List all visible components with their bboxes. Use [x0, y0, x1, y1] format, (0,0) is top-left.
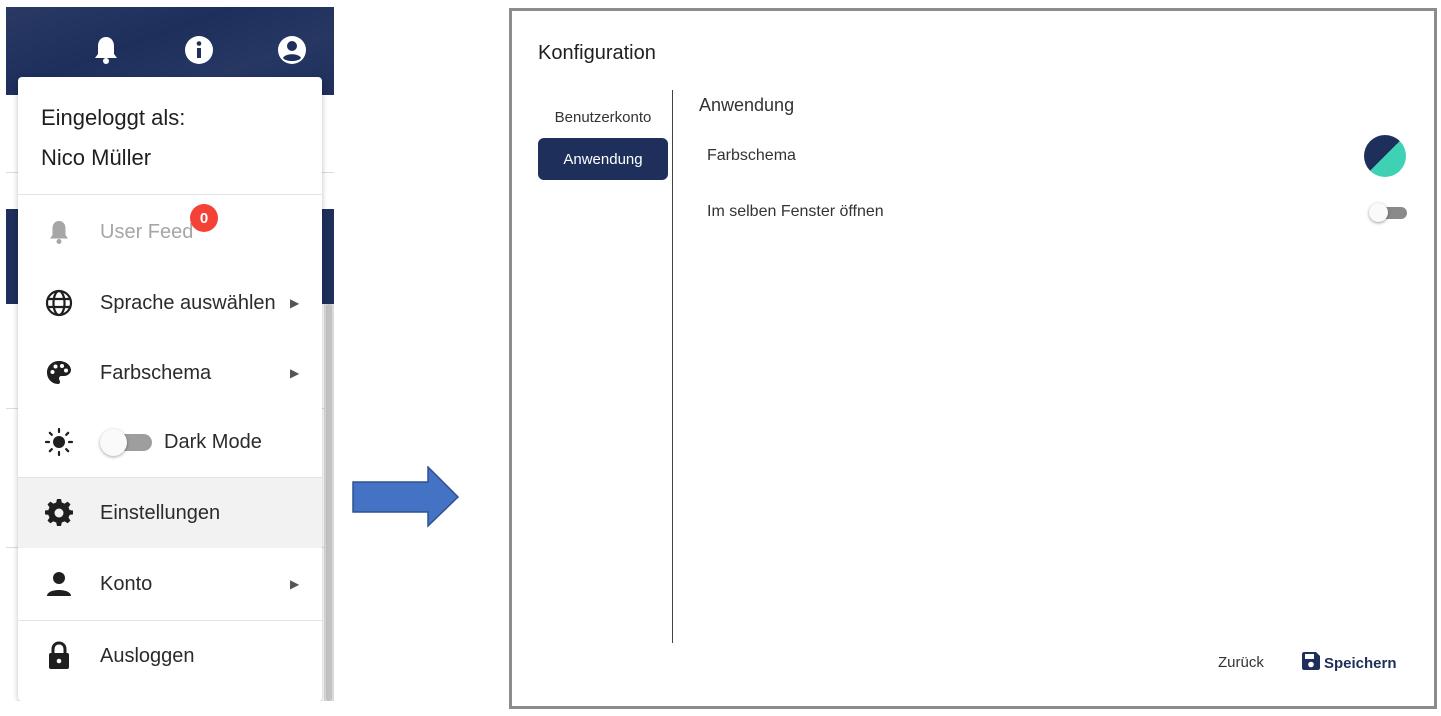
menu-item-label: User Feed — [100, 220, 194, 243]
color-scheme-swatch[interactable] — [1364, 135, 1406, 177]
menu-item-settings[interactable]: Einstellungen — [18, 478, 322, 548]
bell-icon[interactable] — [91, 35, 121, 65]
scrollbar-thumb[interactable] — [326, 304, 332, 701]
menu-item-label: Ausloggen — [100, 644, 195, 667]
submenu-arrow-icon: ▶ — [290, 577, 300, 591]
user-name: Nico Müller — [41, 145, 152, 170]
floppy-disk-icon — [1301, 651, 1321, 675]
nav-item-application[interactable]: Anwendung — [538, 138, 668, 180]
toggle-knob — [1369, 203, 1388, 222]
back-button[interactable]: Zurück — [1218, 654, 1264, 671]
configuration-dialog: Konfiguration Benutzerkonto Anwendung An… — [509, 8, 1437, 709]
menu-item-color-scheme[interactable]: Farbschema ▶ — [18, 338, 322, 408]
nav-divider — [672, 90, 673, 643]
nav-item-user-account[interactable]: Benutzerkonto — [554, 108, 652, 126]
dialog-title: Konfiguration — [538, 42, 656, 64]
bell-icon — [44, 217, 74, 247]
menu-item-account[interactable]: Konto ▶ — [18, 549, 322, 619]
menu-item-logout[interactable]: Ausloggen — [18, 621, 322, 691]
menu-item-user-feed: User Feed 0 — [18, 197, 322, 267]
app-screenshot: Eingeloggt als: Nico Müller User Feed 0 … — [6, 7, 334, 701]
submenu-arrow-icon: ▶ — [290, 296, 300, 310]
menu-divider — [18, 477, 322, 478]
menu-divider — [18, 620, 322, 621]
dark-mode-toggle[interactable] — [100, 429, 152, 456]
setting-label: Im selben Fenster öffnen — [707, 203, 884, 220]
menu-item-label: Sprache auswählen — [100, 291, 276, 314]
menu-item-dark-mode: Dark Mode — [18, 407, 322, 477]
user-menu: Eingeloggt als: Nico Müller User Feed 0 … — [18, 77, 322, 701]
notification-badge: 0 — [190, 204, 218, 232]
app-topbar — [6, 7, 334, 95]
lock-icon — [44, 641, 74, 671]
user-menu-header: Eingeloggt als: Nico Müller — [18, 77, 322, 195]
info-icon[interactable] — [184, 35, 214, 65]
setting-row-same-window: Im selben Fenster öffnen — [707, 192, 1413, 232]
logged-in-label: Eingeloggt als: — [41, 105, 186, 130]
save-button-label: Speichern — [1324, 654, 1397, 672]
menu-item-language[interactable]: Sprache auswählen ▶ — [18, 268, 322, 338]
dialog-nav: Benutzerkonto Anwendung — [538, 96, 668, 180]
palette-icon — [44, 358, 74, 388]
person-icon — [44, 569, 74, 599]
menu-item-label: Konto — [100, 572, 153, 595]
account-circle-icon[interactable] — [277, 35, 307, 65]
gear-icon — [44, 498, 74, 528]
globe-icon — [44, 288, 74, 318]
transition-arrow-icon — [352, 466, 460, 528]
same-window-toggle[interactable] — [1369, 202, 1409, 222]
dark-mode-label: Dark Mode — [164, 430, 262, 453]
setting-label: Farbschema — [707, 147, 796, 164]
section-title: Anwendung — [699, 95, 795, 115]
sun-icon — [44, 427, 74, 457]
menu-item-label: Farbschema — [100, 361, 212, 384]
submenu-arrow-icon: ▶ — [290, 366, 300, 380]
save-button[interactable]: Speichern — [1301, 651, 1397, 675]
toggle-knob — [100, 429, 127, 456]
menu-item-label: Einstellungen — [100, 501, 221, 524]
setting-row-color-scheme: Farbschema — [707, 135, 1413, 177]
